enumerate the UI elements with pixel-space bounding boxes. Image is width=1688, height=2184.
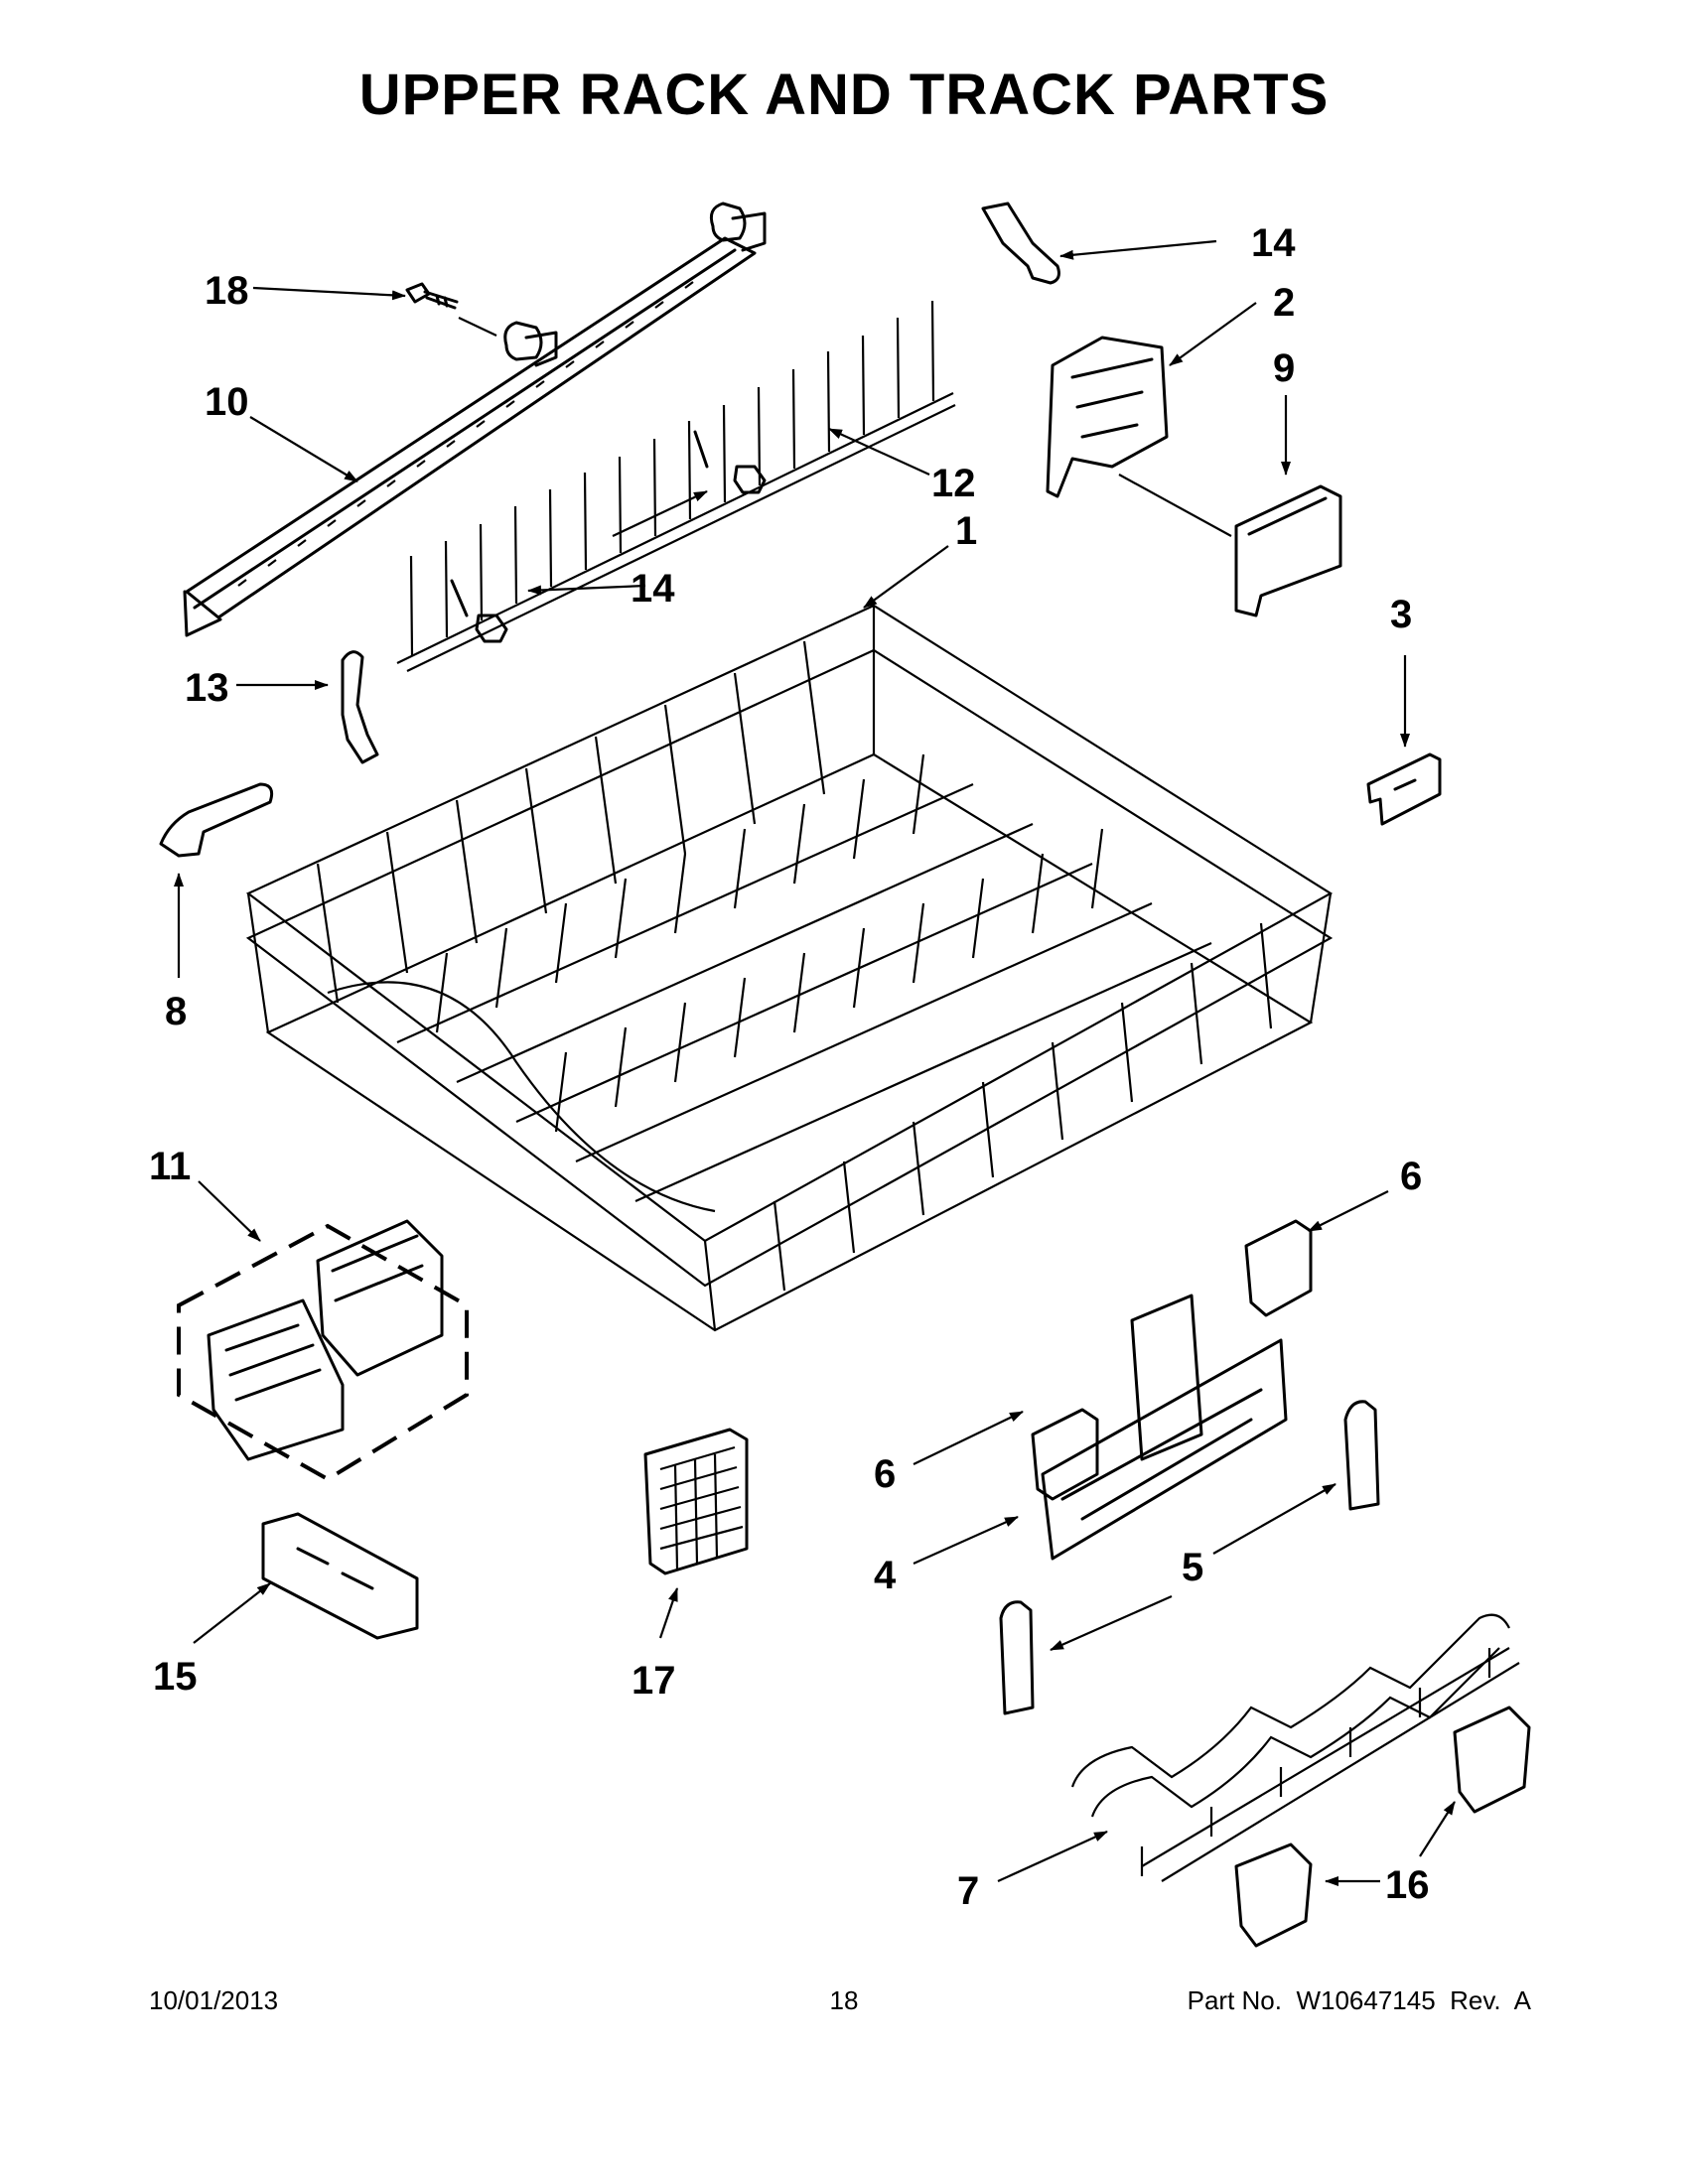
callout-9: 9 (1273, 346, 1295, 390)
callout-6b: 6 (1400, 1155, 1422, 1198)
footer-date: 10/01/2013 (149, 1985, 279, 2015)
callout-2: 2 (1273, 281, 1295, 325)
part-6-clip-a (1031, 1408, 1099, 1501)
part-17-cutlery-basket (643, 1428, 749, 1575)
part-8-arm (159, 782, 274, 858)
page-title: UPPER RACK AND TRACK PARTS (358, 63, 1330, 127)
callout-3: 3 (1390, 593, 1412, 636)
callout-13: 13 (185, 666, 229, 710)
part-9-cover (1234, 484, 1342, 617)
callout-10: 10 (205, 380, 249, 424)
callout-17: 17 (632, 1659, 676, 1703)
part-6-clip-b (1244, 1219, 1313, 1317)
part-5-slide-b (999, 1600, 1035, 1715)
callout-8: 8 (165, 990, 187, 1033)
callout-4: 4 (874, 1554, 897, 1597)
callout-7: 7 (957, 1869, 979, 1913)
part-16-latch-a (1453, 1706, 1531, 1814)
leader-lines (174, 239, 1456, 1886)
callout-6a: 6 (874, 1452, 896, 1496)
callout-18: 18 (205, 269, 249, 313)
part-18-screw (405, 282, 459, 310)
footer-page-number: 18 (829, 1985, 859, 2015)
callout-labels: 1 2 3 4 5 6 6 7 8 9 10 11 12 13 14 14 15… (149, 221, 1430, 1913)
callout-15: 15 (153, 1655, 198, 1699)
part-13-lever (341, 650, 379, 764)
callout-11: 11 (149, 1145, 191, 1188)
callout-14a: 14 (1251, 221, 1296, 265)
part-1-upper-rack (245, 604, 1334, 1332)
part-12-tine-row (396, 300, 956, 672)
callout-16: 16 (1385, 1863, 1430, 1907)
part-16-latch-b (1234, 1843, 1313, 1948)
footer-part-number: Part No. W10647145 Rev. A (1187, 1985, 1531, 2015)
part-4-adjuster (1041, 1294, 1288, 1561)
part-2-bracket (1046, 336, 1169, 498)
callout-1: 1 (955, 509, 977, 553)
part-10-track-rail (183, 202, 767, 637)
callout-14b: 14 (631, 567, 675, 611)
part-11-basket-kit (177, 1219, 469, 1482)
part-7-tine-insert (1070, 1613, 1520, 1882)
part-14-clip-a (981, 202, 1060, 285)
part-5-slide-a (1343, 1400, 1380, 1511)
part-15-bracket (261, 1512, 419, 1640)
callout-5: 5 (1182, 1546, 1203, 1589)
part-3-clip (1366, 752, 1442, 826)
part-14-clip-b (450, 430, 767, 643)
callout-12: 12 (931, 462, 976, 505)
